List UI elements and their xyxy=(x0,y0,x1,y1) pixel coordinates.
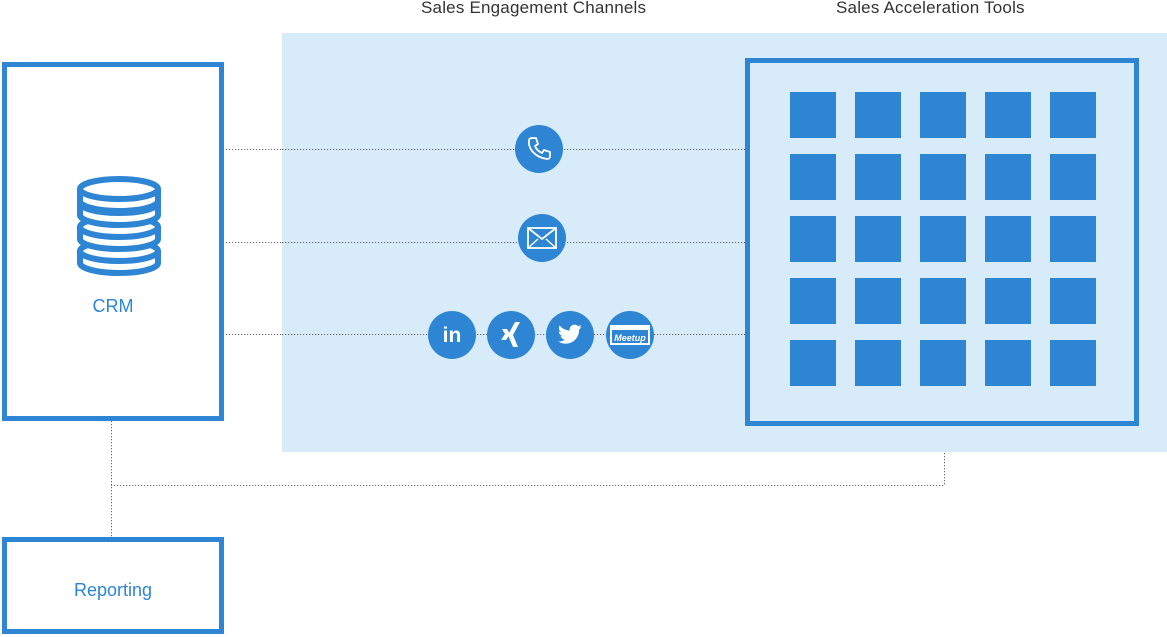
tool-tile[interactable] xyxy=(920,278,966,324)
tool-tile[interactable] xyxy=(855,340,901,386)
tool-tile[interactable] xyxy=(985,340,1031,386)
tool-tile[interactable] xyxy=(1050,154,1096,200)
tool-tile[interactable] xyxy=(790,154,836,200)
tools-box[interactable] xyxy=(745,58,1139,426)
envelope-icon[interactable] xyxy=(518,214,566,262)
svg-text:Meetup: Meetup xyxy=(614,333,646,343)
tool-tile[interactable] xyxy=(855,154,901,200)
phone-icon[interactable] xyxy=(515,125,563,173)
tool-tile[interactable] xyxy=(855,92,901,138)
channels-heading: Sales Engagement Channels xyxy=(421,0,647,17)
tool-tile[interactable] xyxy=(790,216,836,262)
meetup-icon[interactable]: Meetup xyxy=(606,311,654,359)
tool-tile[interactable] xyxy=(1050,216,1096,262)
tool-tile[interactable] xyxy=(920,340,966,386)
tool-tile[interactable] xyxy=(985,278,1031,324)
tool-tile[interactable] xyxy=(790,92,836,138)
tool-tile[interactable] xyxy=(855,216,901,262)
tool-tile[interactable] xyxy=(790,278,836,324)
tools-heading: Sales Acceleration Tools xyxy=(836,0,1025,17)
crm-box[interactable]: CRM xyxy=(2,62,224,421)
tool-tile[interactable] xyxy=(985,92,1031,138)
tool-tile[interactable] xyxy=(855,278,901,324)
tool-tile[interactable] xyxy=(920,216,966,262)
linkedin-icon[interactable]: in xyxy=(428,311,476,359)
tool-tile[interactable] xyxy=(920,154,966,200)
tool-tile[interactable] xyxy=(985,216,1031,262)
crm-label: CRM xyxy=(92,296,134,316)
tool-tile[interactable] xyxy=(1050,92,1096,138)
database-icon xyxy=(77,176,161,276)
tool-tile[interactable] xyxy=(985,154,1031,200)
twitter-icon[interactable] xyxy=(546,311,594,359)
tool-tile[interactable] xyxy=(1050,278,1096,324)
tool-tile[interactable] xyxy=(790,340,836,386)
tool-tile[interactable] xyxy=(920,92,966,138)
xing-icon[interactable] xyxy=(487,311,535,359)
tool-tile[interactable] xyxy=(1050,340,1096,386)
reporting-label: Reporting xyxy=(73,580,153,600)
reporting-box[interactable]: Reporting xyxy=(2,537,224,634)
svg-text:in: in xyxy=(443,324,462,347)
